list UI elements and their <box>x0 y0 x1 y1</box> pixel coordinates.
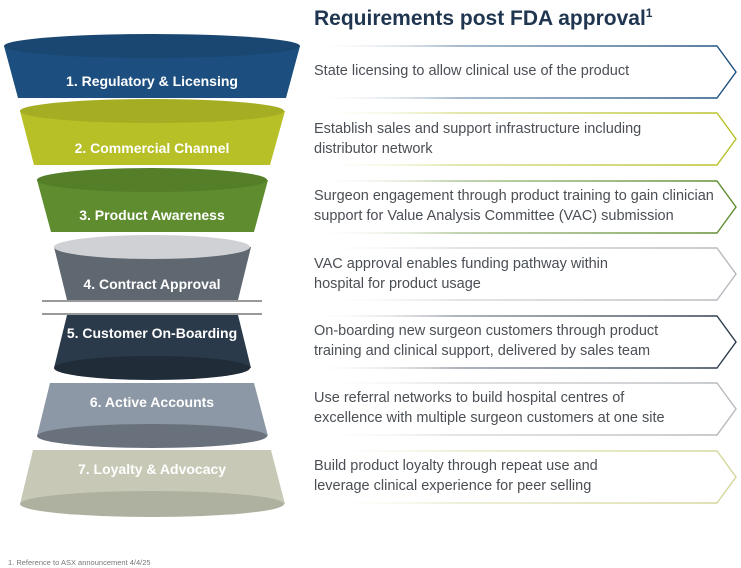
funnel-stage-1-top-rim <box>4 34 300 58</box>
funnel-stage-2-label: 2. Commercial Channel <box>75 140 230 156</box>
funnel-stage-7-bottom-rim <box>20 491 284 517</box>
footnote: 1. Reference to ASX announcement 4/4/25 <box>8 558 151 567</box>
funnel-stage-5: 5. Customer On-Boarding <box>54 315 251 380</box>
page-title: Requirements post FDA approval1 <box>314 6 652 31</box>
funnel-stage-6-bottom-rim <box>37 424 267 448</box>
funnel-stage-2: 2. Commercial Channel <box>20 99 285 165</box>
funnel-stage-2-body <box>20 111 285 165</box>
funnel-stage-1-label: 1. Regulatory & Licensing <box>66 73 238 89</box>
funnel-stage-4-top-rim <box>54 235 250 259</box>
chevron-outline-1 <box>306 45 737 99</box>
funnel-stage-5-label: 5. Customer On-Boarding <box>67 325 237 341</box>
chevron-outline-7 <box>306 450 737 504</box>
stage-5-description: On-boarding new surgeon customers throug… <box>314 323 659 359</box>
funnel-stage-7-label: 7. Loyalty & Advocacy <box>78 461 226 477</box>
funnel-stage-6: 6. Active Accounts <box>37 383 268 448</box>
funnel-stage-4: 4. Contract Approval <box>54 235 251 300</box>
funnel-stage-6-body <box>37 383 268 436</box>
chevron-outline-6 <box>306 382 737 436</box>
funnel-stage-6-label: 6. Active Accounts <box>90 394 214 410</box>
funnel-stage-3-body <box>37 180 268 232</box>
funnel-stage-4-body <box>54 247 251 300</box>
chevron-outline-2 <box>306 112 737 166</box>
stage-2-description: Establish sales and support infrastructu… <box>314 121 642 157</box>
funnel-stage-4-label: 4. Contract Approval <box>83 276 220 292</box>
funnel-stage-3-top-rim <box>37 168 267 192</box>
stage-1-description: State licensing to allow clinical use of… <box>314 63 630 79</box>
funnel-stage-1: 1. Regulatory & Licensing <box>4 34 300 98</box>
chevron-outline-5 <box>306 315 737 369</box>
title-footnote-marker: 1 <box>645 6 653 20</box>
stage-4-description: VAC approval enables funding pathway wit… <box>314 256 608 292</box>
stage-6-description: Use referral networks to build hospital … <box>314 390 665 426</box>
funnel-stage-7: 7. Loyalty & Advocacy <box>20 450 285 517</box>
stage-3-description: Surgeon engagement through product train… <box>314 188 714 224</box>
stage-7-description: Build product loyalty through repeat use… <box>314 458 598 494</box>
funnel-stage-5-body <box>54 315 251 368</box>
chevron-outline-4 <box>306 247 737 301</box>
title-text: Requirements post FDA approval <box>314 7 646 30</box>
funnel-stage-1-body <box>4 46 300 98</box>
chevron-outline-3 <box>306 180 737 234</box>
funnel-stage-3-label: 3. Product Awareness <box>79 207 225 223</box>
funnel-stage-5-bottom-rim <box>54 356 250 380</box>
funnel-stage-7-body <box>20 450 285 504</box>
funnel-stage-2-top-rim <box>20 99 284 123</box>
funnel-stage-3: 3. Product Awareness <box>37 168 268 232</box>
